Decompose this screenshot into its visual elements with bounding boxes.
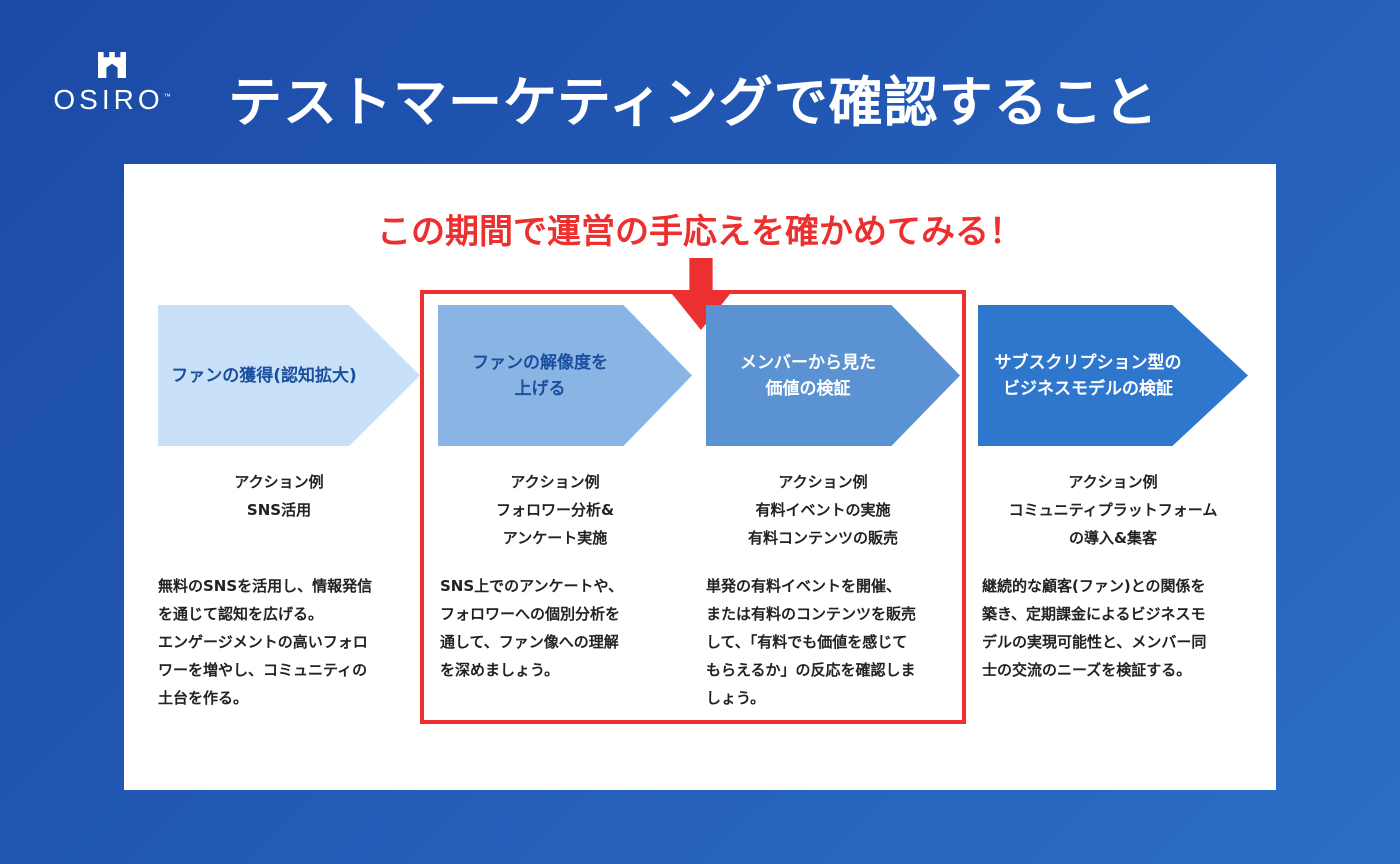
text-line: 無料のSNSを活用し、情報発信 bbox=[158, 577, 373, 595]
text-line: SNS上でのアンケートや、 bbox=[440, 577, 624, 595]
text-line: 価値の検証 bbox=[765, 378, 851, 399]
text-line: 有料コンテンツの販売 bbox=[747, 529, 898, 547]
text-line: 上げる bbox=[514, 378, 566, 399]
stage-description: 無料のSNSを活用し、情報発信を通じて認知を広げる。エンゲージメントの高いフォロ… bbox=[158, 572, 372, 712]
castle-icon bbox=[98, 52, 126, 78]
text-line: を深めましょう。 bbox=[440, 661, 560, 679]
text-line: アンケート実施 bbox=[502, 529, 608, 547]
text-line: ファンの解像度を bbox=[472, 352, 608, 373]
text-line: サブスクリプション型の bbox=[994, 352, 1182, 373]
trademark: ™ bbox=[163, 93, 171, 101]
text-line: メンバーから見た bbox=[740, 352, 876, 373]
text-line: 築き、定期課金によるビジネスモ bbox=[982, 605, 1206, 623]
action-title: アクション例 bbox=[234, 473, 324, 491]
text-line: 有料イベントの実施 bbox=[755, 501, 891, 519]
text-line: 継続的な顧客(ファン)との関係を bbox=[982, 577, 1206, 595]
text-line: して、「有料でも価値を感じて bbox=[706, 633, 908, 651]
stage-description: 継続的な顧客(ファン)との関係を築き、定期課金によるビジネスモデルの実現可能性と… bbox=[982, 572, 1206, 684]
logo-text: OSIRO bbox=[53, 84, 164, 115]
action-example: アクション例フォロワー分析&アンケート実施 bbox=[438, 468, 672, 552]
action-title: アクション例 bbox=[1068, 473, 1158, 491]
text-line: フォロワー分析& bbox=[495, 501, 615, 519]
text-line: を通じて認知を広げる。 bbox=[158, 605, 324, 623]
text-line: の導入&集客 bbox=[1068, 529, 1158, 547]
text-line: 土台を作る。 bbox=[158, 689, 249, 707]
text-line: SNS活用 bbox=[246, 501, 312, 519]
headline: この期間で運営の手応えを確かめてみる！ bbox=[377, 212, 1023, 252]
page-title: テストマーケティングで確認すること bbox=[228, 71, 1159, 134]
text-line: フォロワーへの個別分析を bbox=[440, 605, 621, 623]
text-line: コミュニティプラットフォーム bbox=[1008, 501, 1218, 519]
text-line: ワーを増やし、コミュニティの bbox=[158, 661, 368, 679]
action-example: アクション例 SNS活用 bbox=[158, 468, 400, 524]
text-line: しょう。 bbox=[706, 689, 766, 707]
text-line: 士の交流のニーズを検証する。 bbox=[982, 661, 1192, 679]
action-example: アクション例コミュニティプラットフォームの導入&集客 bbox=[978, 468, 1248, 552]
text-line: もらえるか」の反応を確認しま bbox=[706, 661, 916, 679]
stage-description: 単発の有料イベントを開催、または有料のコンテンツを販売して、「有料でも価値を感じ… bbox=[706, 572, 916, 712]
text-line: ファンの獲得(認知拡大) bbox=[171, 365, 357, 386]
text-line: ビジネスモデルの検証 bbox=[1003, 378, 1173, 399]
text-line: 通して、ファン像への理解 bbox=[440, 633, 619, 651]
osiro-logo: OSIRO™ bbox=[52, 52, 172, 116]
action-title: アクション例 bbox=[510, 473, 600, 491]
text-line: エンゲージメントの高いフォロ bbox=[158, 633, 368, 651]
text-line: 単発の有料イベントを開催、 bbox=[706, 577, 902, 595]
text-line: または有料のコンテンツを販売 bbox=[706, 605, 917, 623]
action-example: アクション例有料イベントの実施有料コンテンツの販売 bbox=[706, 468, 940, 552]
action-title: アクション例 bbox=[778, 473, 868, 491]
text-line: デルの実現可能性と、メンバー同 bbox=[982, 633, 1207, 651]
stage-description: SNS上でのアンケートや、フォロワーへの個別分析を通して、ファン像への理解を深め… bbox=[440, 572, 623, 684]
